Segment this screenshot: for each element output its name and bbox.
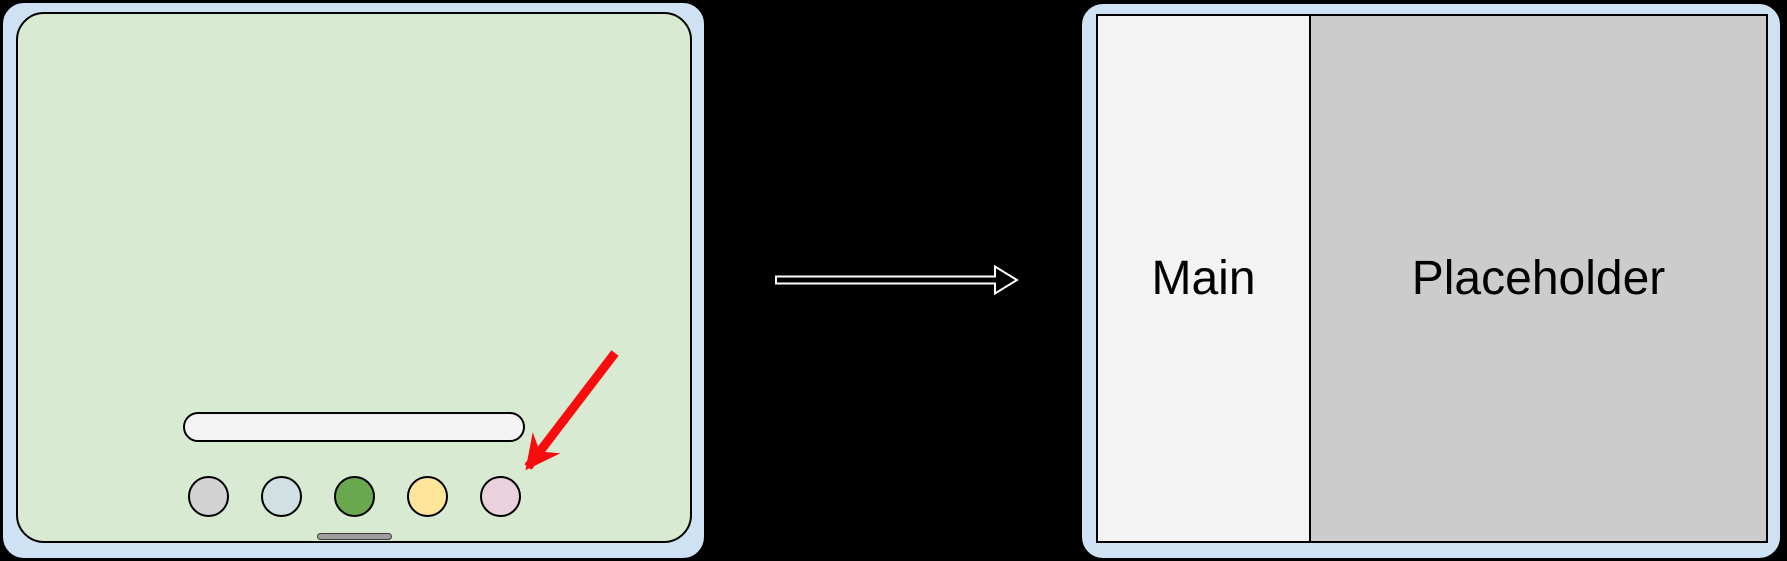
right-tablet-frame: Main Placeholder (1081, 3, 1781, 559)
dock-icon-blue[interactable] (260, 475, 302, 517)
left-tablet-frame (2, 2, 705, 559)
dock-icon-green[interactable] (333, 475, 375, 517)
placeholder-panel-label: Placeholder (1411, 251, 1666, 305)
left-tablet-screen (16, 12, 692, 543)
right-tablet-screen: Main Placeholder (1096, 14, 1768, 543)
transition-arrow-icon (775, 264, 1019, 296)
home-indicator[interactable] (317, 533, 392, 540)
placeholder-panel: Placeholder (1311, 16, 1766, 541)
search-bar[interactable] (183, 412, 525, 442)
main-panel: Main (1098, 16, 1311, 541)
main-panel-label: Main (1151, 251, 1256, 305)
dock-icon-yellow[interactable] (406, 475, 448, 517)
dock-icon-gray[interactable] (187, 475, 229, 517)
dock-icon-pink[interactable] (479, 475, 521, 517)
